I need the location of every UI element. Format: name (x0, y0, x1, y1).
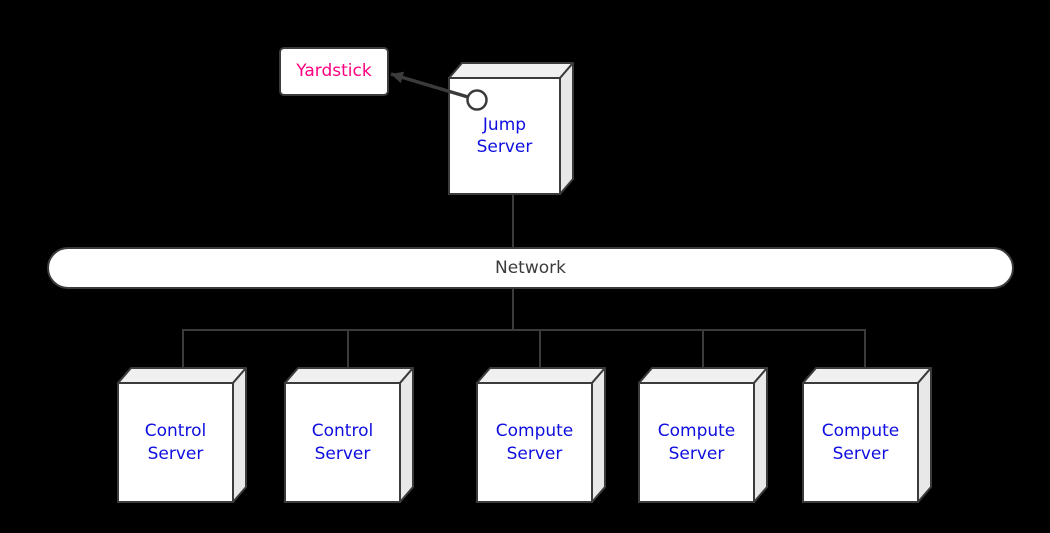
yardstick-arrow (390, 71, 469, 99)
compute-server-1-box (476, 367, 606, 503)
control-server-1-box (117, 367, 247, 503)
compute-server-2-box (638, 367, 768, 503)
yardstick-box (279, 47, 389, 96)
control-server-2-box (284, 367, 414, 503)
jump-server-port-circle (466, 89, 488, 111)
compute-server-3-box (802, 367, 932, 503)
network-bus (47, 247, 1014, 289)
jump-server-box (448, 62, 574, 195)
